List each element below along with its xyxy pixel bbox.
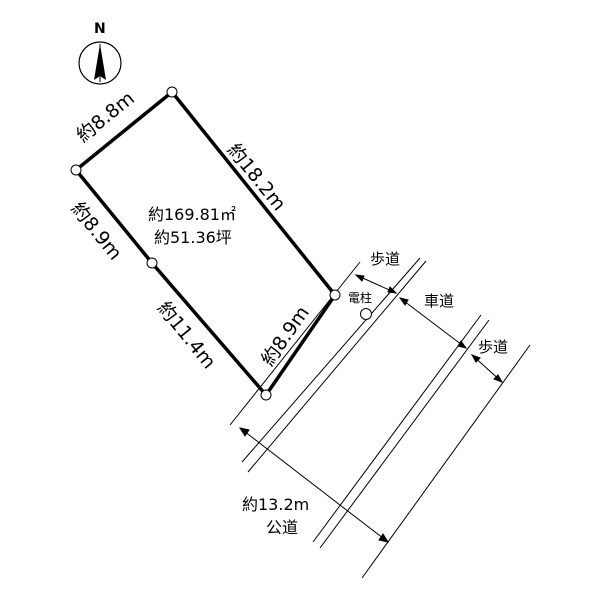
corner-marker <box>146 257 158 269</box>
utility-pole-label: 電柱 <box>348 291 373 305</box>
utility-pole-icon <box>360 308 372 320</box>
road-edge-line-3 <box>247 260 427 473</box>
road-edge-line-1 <box>229 261 361 426</box>
corner-marker <box>166 86 178 98</box>
sidewalk-near-label: 歩道 <box>370 250 401 268</box>
lot-area-tsubo: 約51.36坪 <box>154 228 232 247</box>
dimension-arrows <box>238 274 504 543</box>
road-type-label: 公道 <box>266 518 299 537</box>
road-lines <box>229 257 531 579</box>
sidewalk-far-label: 歩道 <box>478 338 509 356</box>
north-label: N <box>94 21 106 37</box>
lot-boundary <box>74 90 337 397</box>
road-edge-line-6 <box>361 344 531 579</box>
compass-icon <box>78 41 122 85</box>
corner-marker <box>329 289 341 301</box>
lot-corner-markers <box>70 86 341 401</box>
road-edge-line-4 <box>312 314 482 543</box>
corner-marker <box>260 389 272 401</box>
lot-area-sqm: 約169.81㎡ <box>148 205 236 224</box>
corner-marker <box>70 164 82 176</box>
road-edge-line-5 <box>319 319 490 549</box>
road-width-label: 約13.2m <box>242 495 310 514</box>
carriageway-label: 車道 <box>424 292 455 310</box>
